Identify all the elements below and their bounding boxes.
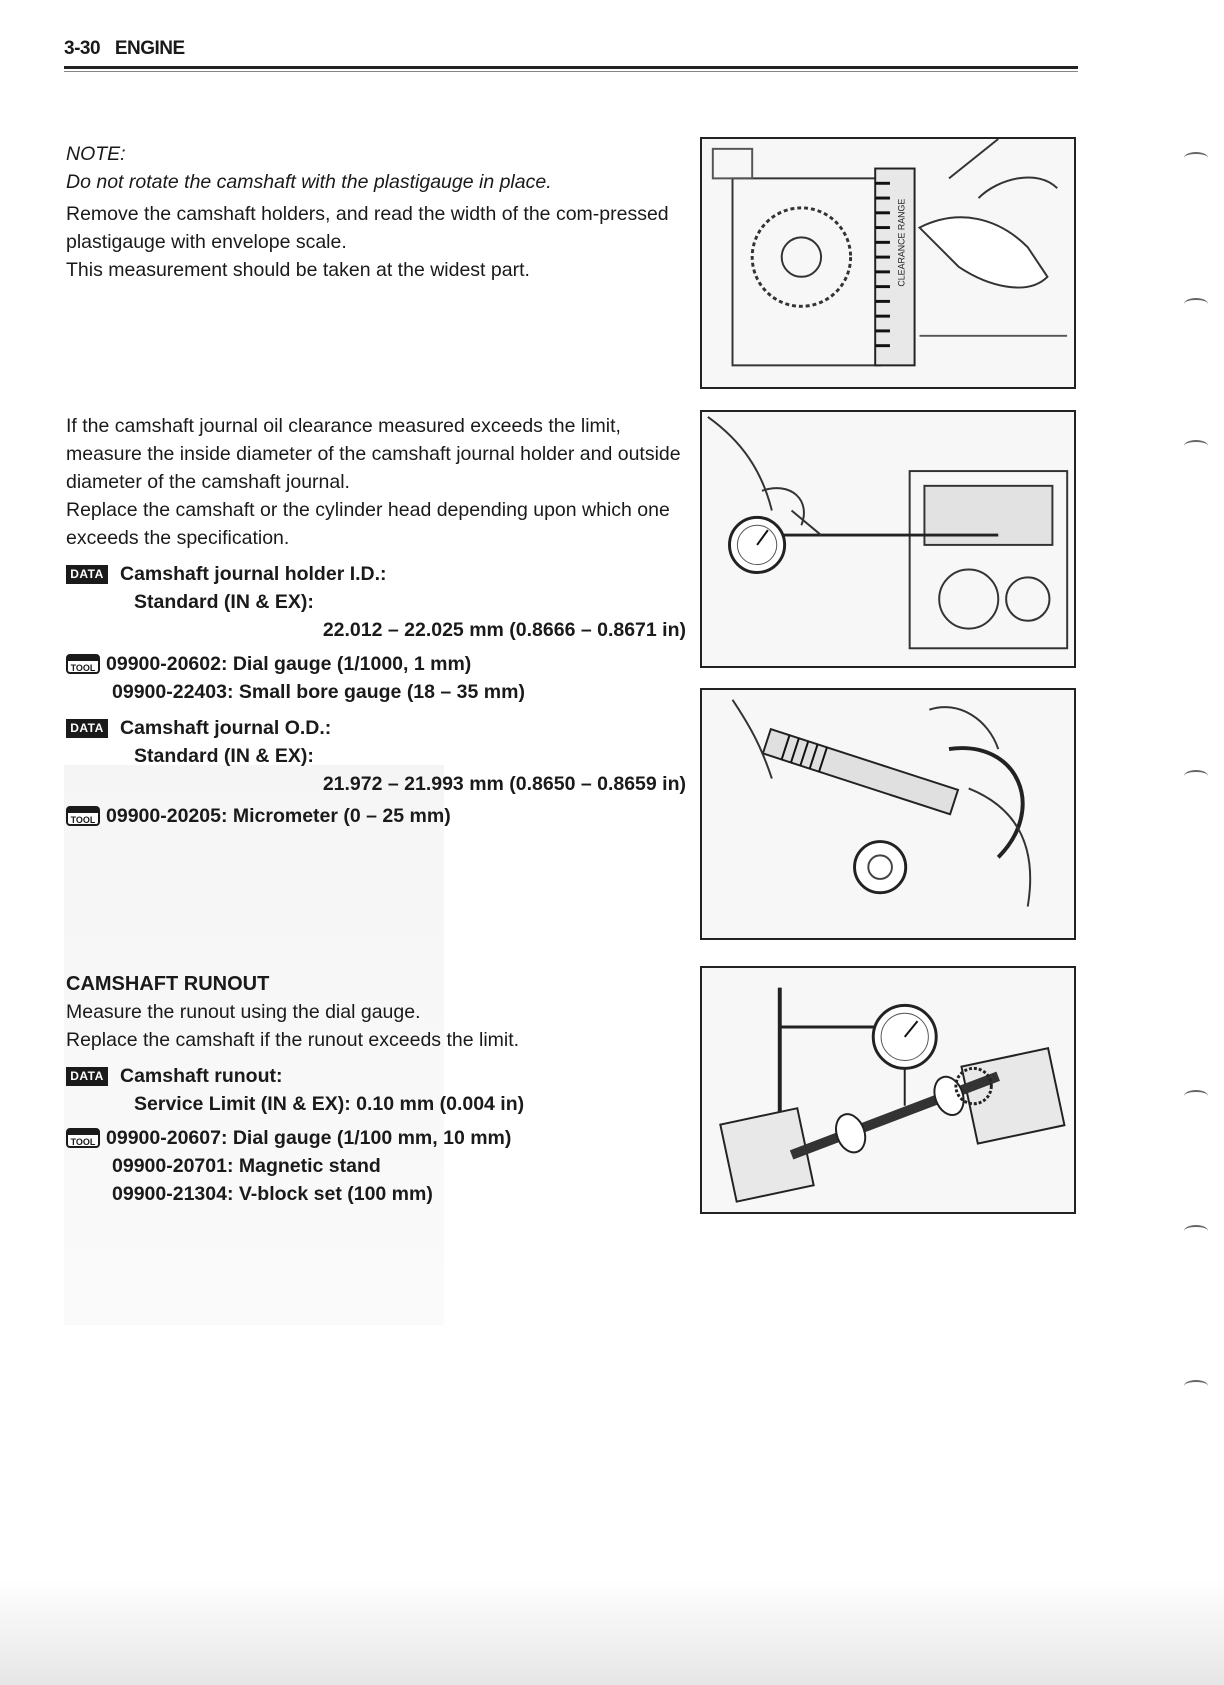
runout-tool-3: 09900-21304: V-block set (100 mm) [112, 1183, 433, 1205]
intro-paragraph-1: Remove the camshaft holders, and read th… [66, 203, 669, 253]
journal-tool-1: 09900-20205: Micrometer (0 – 25 mm) [106, 805, 451, 827]
binder-hole-mark [1184, 770, 1208, 782]
journal-tool-row: TOOL 09900-20205: Micrometer (0 – 25 mm) [66, 802, 686, 830]
tool-badge-icon: TOOL [66, 654, 100, 674]
holder-spec-value: 22.012 – 22.025 mm (0.8666 – 0.8671 in) [322, 619, 686, 641]
holder-tool-2: 09900-22403: Small bore gauge (18 – 35 m… [112, 681, 525, 703]
note-label: NOTE: [66, 143, 126, 165]
runout-illustration [703, 968, 1073, 1212]
journal-standard-label: Standard (IN & EX): [134, 745, 314, 767]
header-rule [64, 66, 1078, 69]
holder-spec-title-row: DATA Camshaft journal holder I.D.: [66, 560, 686, 588]
clearance-paragraph-1: If the camshaft journal oil clearance me… [66, 415, 681, 493]
runout-block: CAMSHAFT RUNOUT Measure the runout using… [66, 970, 686, 1208]
page-bottom-shade [0, 1580, 1224, 1685]
section-title: ENGINE [114, 38, 185, 59]
journal-spec-value: 21.972 – 21.993 mm (0.8650 – 0.8659 in) [322, 773, 686, 795]
binder-hole-mark [1184, 152, 1208, 164]
binder-hole-mark [1184, 1225, 1208, 1237]
tool-badge-icon: TOOL [66, 1128, 100, 1148]
plastigauge-figure: CLEARANCE RANGE [700, 137, 1076, 389]
holder-standard-label: Standard (IN & EX): [134, 591, 314, 613]
runout-tool-row: TOOL 09900-20607: Dial gauge (1/100 mm, … [66, 1124, 686, 1152]
plastigauge-illustration: CLEARANCE RANGE [702, 139, 1074, 387]
data-badge-icon: DATA [66, 718, 108, 738]
note-block: NOTE: Do not rotate the camshaft with th… [66, 140, 686, 284]
header-rule-thin [64, 71, 1078, 72]
journal-spec-title-row: DATA Camshaft journal O.D.: [66, 714, 686, 742]
intro-paragraph-2: This measurement should be taken at the … [66, 259, 530, 281]
data-badge-icon: DATA [66, 1066, 108, 1086]
bore-gauge-illustration [702, 412, 1074, 666]
page-number: 3-30 [64, 38, 101, 59]
runout-tool-2: 09900-20701: Magnetic stand [112, 1155, 381, 1177]
runout-spec-value: Service Limit (IN & EX): 0.10 mm (0.004 … [134, 1093, 525, 1115]
binder-hole-mark [1184, 440, 1208, 452]
runout-paragraph-2: Replace the camshaft if the runout excee… [66, 1029, 520, 1051]
holder-spec-title: Camshaft journal holder I.D.: [120, 563, 387, 585]
micrometer-illustration [702, 690, 1074, 938]
clearance-block: If the camshaft journal oil clearance me… [66, 412, 686, 830]
runout-figure [700, 966, 1076, 1214]
binder-hole-mark [1184, 1380, 1208, 1392]
binder-hole-mark [1184, 1090, 1208, 1102]
svg-text:CLEARANCE RANGE: CLEARANCE RANGE [897, 199, 907, 287]
journal-spec-title: Camshaft journal O.D.: [120, 717, 332, 739]
micrometer-figure [700, 688, 1076, 940]
bore-gauge-figure [700, 410, 1076, 668]
bleed-through-shade [64, 765, 444, 1325]
runout-spec-title-row: DATA Camshaft runout: [66, 1062, 686, 1090]
runout-paragraph-1: Measure the runout using the dial gauge. [66, 1001, 421, 1023]
note-text: Do not rotate the camshaft with the plas… [66, 171, 552, 193]
runout-spec-title: Camshaft runout: [120, 1065, 283, 1087]
binder-hole-mark [1184, 298, 1208, 310]
holder-tool-row: TOOL 09900-20602: Dial gauge (1/1000, 1 … [66, 650, 686, 678]
data-badge-icon: DATA [66, 564, 108, 584]
clearance-paragraph-2: Replace the camshaft or the cylinder hea… [66, 499, 670, 549]
holder-tool-1: 09900-20602: Dial gauge (1/1000, 1 mm) [106, 653, 472, 675]
page-header: 3-30 ENGINE [64, 38, 185, 60]
tool-badge-icon: TOOL [66, 806, 100, 826]
runout-tool-1: 09900-20607: Dial gauge (1/100 mm, 10 mm… [106, 1127, 512, 1149]
runout-heading: CAMSHAFT RUNOUT [66, 973, 270, 995]
